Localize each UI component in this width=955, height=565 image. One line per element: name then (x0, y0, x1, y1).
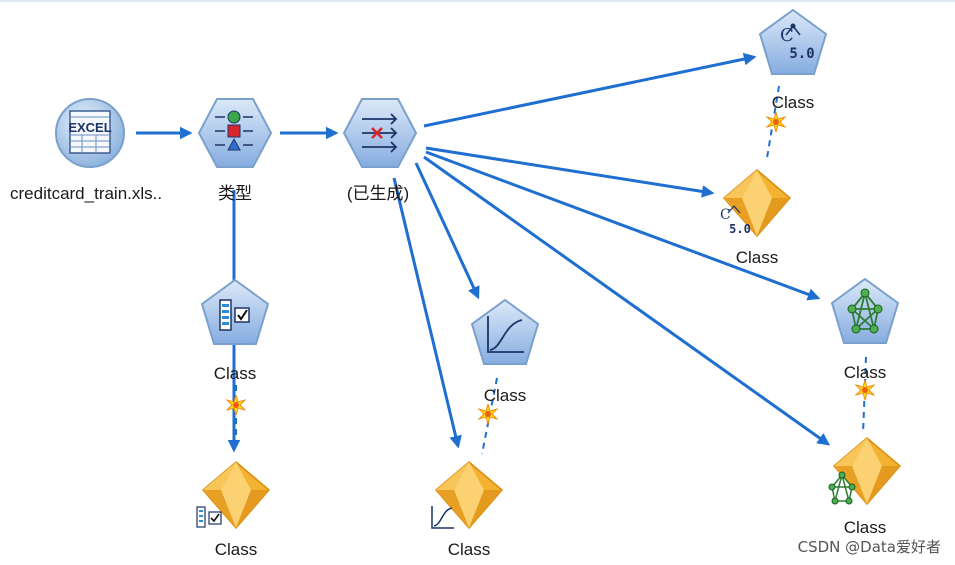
excel-source-label: creditcard_train.xls.. (10, 184, 163, 203)
logistic-nugget-badge-icon (430, 504, 456, 530)
generated-filter-label: (已生成) (346, 184, 410, 203)
c50-spark-icon (766, 112, 786, 132)
excel-icon: EXCEL (55, 98, 125, 168)
svm-model-node[interactable] (200, 278, 270, 348)
type-node-label: 类型 (218, 184, 252, 203)
svm-nugget-label: Class (214, 540, 258, 559)
model-nugget-icon (434, 461, 504, 530)
link-filter-to-c50 (423, 52, 757, 128)
model-nugget-icon (832, 437, 902, 506)
svm-nugget-badge-icon (196, 506, 226, 528)
c50-model-label: Class (771, 93, 815, 112)
logistic-model-node[interactable] (470, 298, 540, 368)
neuralnet-nugget-node[interactable] (832, 436, 902, 512)
svm-nugget-node[interactable] (201, 460, 271, 536)
link-filter-to-logistic (414, 162, 480, 300)
neuralnet-nugget-badge-icon (826, 471, 858, 505)
svg-text:EXCEL: EXCEL (68, 120, 111, 135)
link-filter-to-neuralnet-nugget (423, 155, 831, 446)
link-filter-to-c50-nugget (425, 146, 715, 198)
canvas-top-border (0, 0, 955, 2)
c50-nugget-label: Class (735, 248, 779, 267)
logistic-curve-icon (470, 298, 540, 365)
type-node[interactable] (197, 95, 273, 171)
generated-filter-node[interactable] (342, 95, 418, 171)
logistic-nugget-node[interactable] (434, 460, 504, 536)
link-filter-to-logistic-nugget (392, 177, 462, 449)
c50-tree-icon: C 5.0 (758, 8, 828, 75)
neural-network-icon (830, 277, 900, 344)
neuralnet-spark-icon (855, 380, 875, 400)
c50-model-node[interactable]: C 5.0 (758, 8, 828, 78)
type-icon (197, 98, 273, 168)
neuralnet-model-node[interactable] (830, 277, 900, 347)
svg-text:C: C (720, 207, 731, 223)
logistic-model-label: Class (483, 386, 527, 405)
svg-text:5.0: 5.0 (729, 222, 751, 236)
model-nugget-icon (201, 461, 271, 530)
svm-icon (200, 278, 270, 345)
c50-nugget-badge-icon: C 5.0 (718, 202, 752, 236)
watermark: CSDN @Data爱好者 (797, 538, 941, 556)
logistic-spark-icon (478, 404, 498, 424)
svg-text:5.0: 5.0 (789, 46, 814, 62)
logistic-nugget-label: Class (447, 540, 491, 559)
excel-source-node[interactable]: EXCEL (52, 95, 128, 171)
filter-icon (342, 98, 418, 168)
neuralnet-nugget-label: Class (843, 518, 887, 537)
link-filter-to-neuralnet (425, 150, 821, 301)
neuralnet-model-label: Class (843, 363, 887, 382)
svm-spark-icon (226, 395, 246, 415)
svm-model-label: Class (213, 364, 257, 383)
